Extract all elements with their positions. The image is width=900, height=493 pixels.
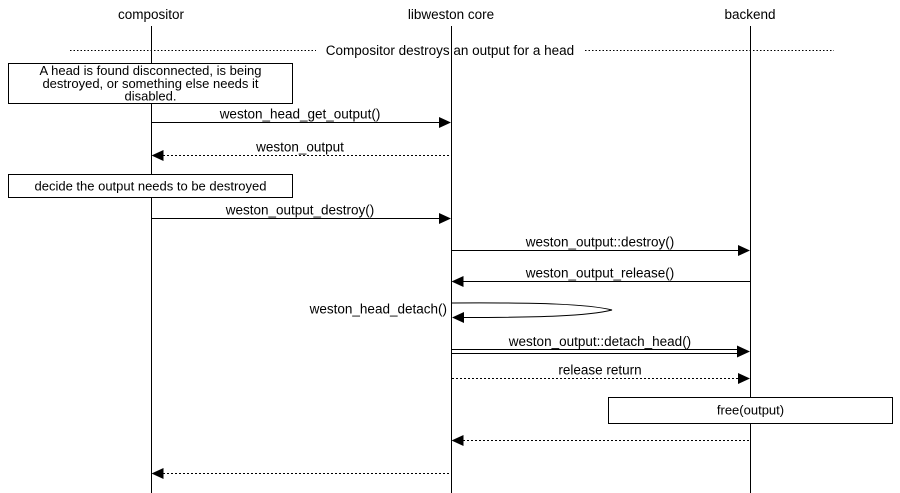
note-line: A head is found disconnected, is being	[40, 63, 262, 78]
arrowhead-left-icon	[452, 312, 464, 323]
message-weston-head-get-output: weston_head_get_output()	[152, 107, 451, 128]
message-return-core-to-compositor	[151, 468, 450, 479]
message-label: weston_head_get_output()	[219, 107, 381, 122]
arrowhead-right-icon	[738, 373, 750, 384]
arrowhead-right-icon	[737, 345, 750, 358]
note-line: decide the output needs to be destroyed	[34, 179, 266, 194]
arrowhead-right-icon	[738, 245, 750, 256]
message-label: weston_output	[255, 140, 344, 155]
note-line: free(output)	[717, 403, 784, 418]
note-free-output: free(output)	[608, 397, 893, 424]
message-label: weston_output_destroy()	[225, 203, 375, 218]
note-box	[608, 397, 893, 424]
message-label: release return	[558, 363, 641, 378]
message-label: weston_output_release()	[525, 266, 675, 281]
note-decide-destroy: decide the output needs to be destroyed	[8, 174, 293, 198]
message-label: weston_output::destroy()	[525, 235, 675, 250]
message-weston-output-release: weston_output_release()	[451, 266, 750, 287]
arrowhead-right-icon	[439, 213, 451, 224]
message-weston-output-destroy: weston_output_destroy()	[152, 203, 451, 224]
message-label: weston_head_detach()	[309, 302, 447, 317]
note-head-disconnected: A head is found disconnected, is being d…	[8, 63, 293, 104]
note-box	[8, 63, 293, 104]
message-release-return: release return	[452, 363, 750, 384]
message-return-backend-to-core	[451, 435, 750, 446]
divider-label: Compositor destroys an output for a head	[326, 43, 574, 58]
message-weston-output-return: weston_output	[151, 140, 450, 161]
actor-label-backend: backend	[724, 7, 775, 22]
arrowhead-left-icon	[151, 150, 164, 161]
arrowhead-left-icon	[151, 468, 164, 479]
message-label: weston_output::detach_head()	[508, 334, 691, 349]
actor-label-compositor: compositor	[118, 7, 185, 22]
note-box	[8, 174, 293, 198]
actor-label-libweston-core: libweston core	[408, 7, 494, 22]
arrowhead-right-icon	[439, 117, 451, 128]
message-weston-head-detach-self: weston_head_detach()	[309, 302, 613, 323]
arrowhead-left-icon	[451, 435, 464, 446]
arrowhead-left-icon	[451, 276, 464, 287]
message-weston-output-detach-head: weston_output::detach_head()	[452, 334, 750, 358]
self-loop-line	[451, 302, 613, 318]
note-line: disabled.	[124, 89, 176, 104]
message-weston-output-virtual-destroy: weston_output::destroy()	[452, 235, 750, 256]
note-line: destroyed, or something else needs it	[42, 76, 258, 91]
